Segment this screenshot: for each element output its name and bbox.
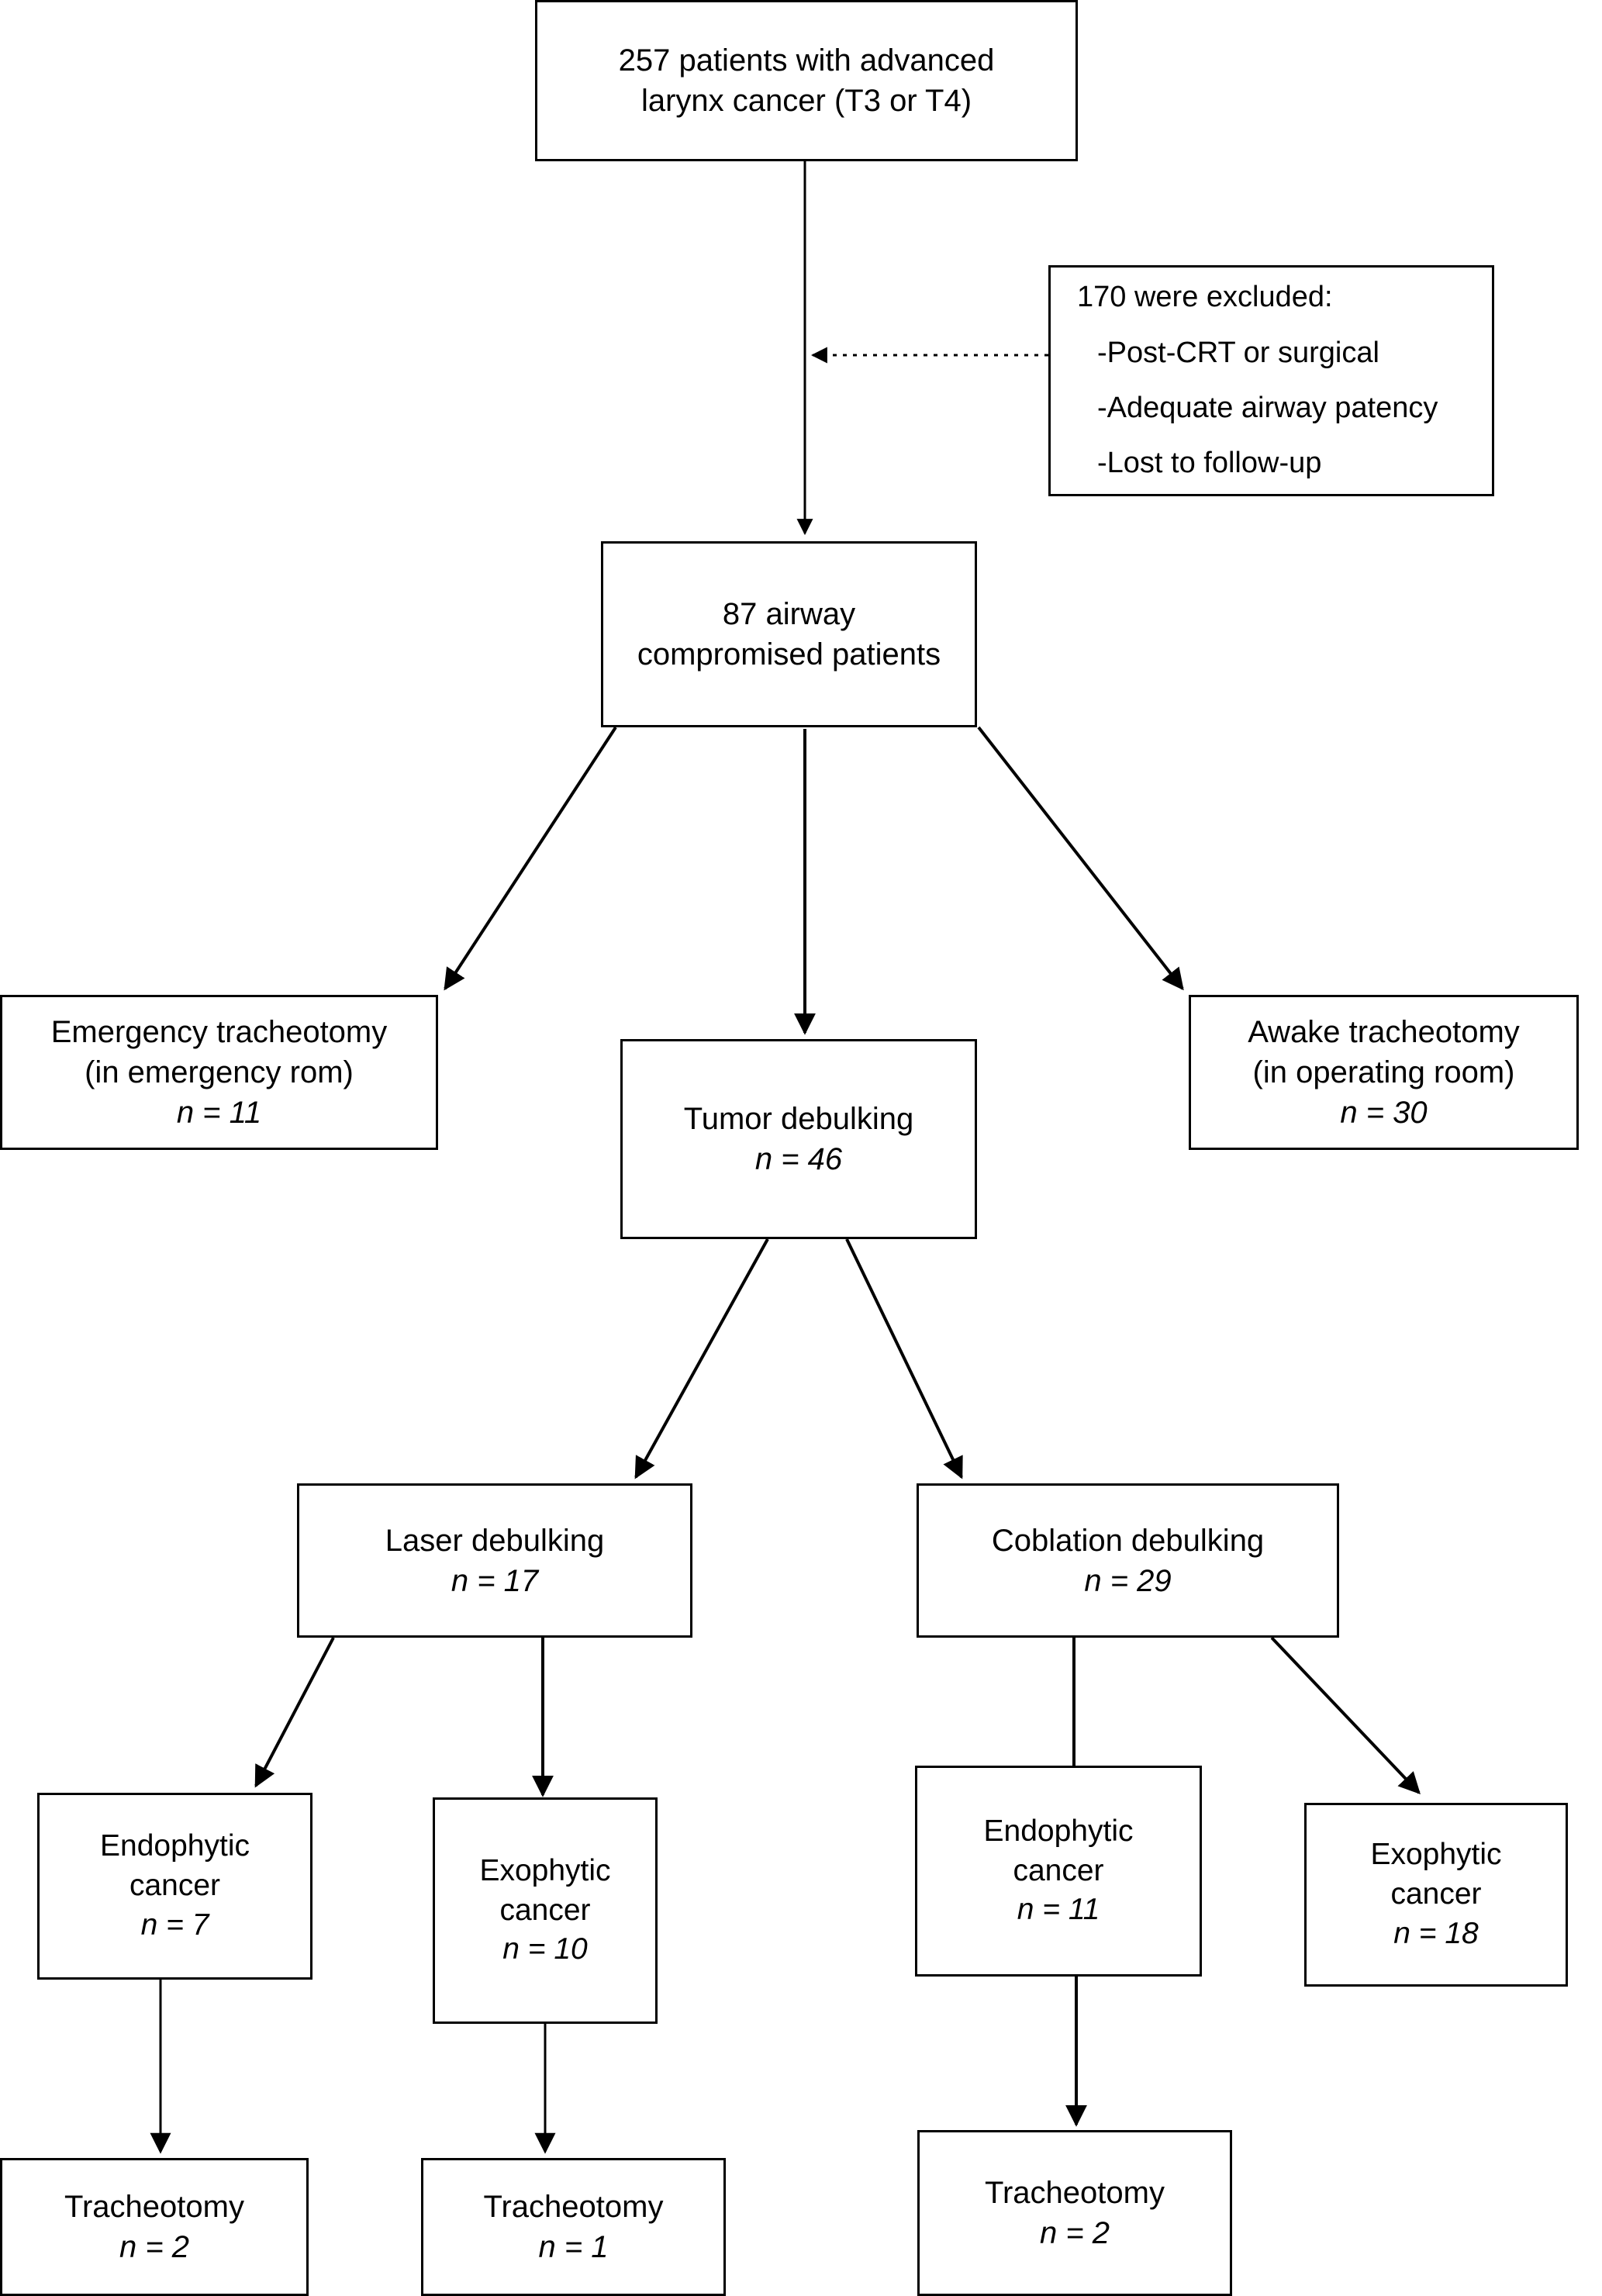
node-coblation-exophytic-n: n = 18 [1393,1916,1479,1950]
node-coblation-debulking-n: n = 29 [1084,1563,1172,1598]
node-coblation-endophytic-line1: Endophytic [983,1814,1134,1848]
node-trach-coblation-endophytic[interactable]: Tracheotomy n = 2 [917,2130,1232,2296]
node-trach-laser-exophytic-n: n = 1 [538,2230,609,2264]
node-excluded-line2: -Post-CRT or surgical [1097,336,1379,369]
node-emergency-tracheotomy-n: n = 11 [176,1096,262,1130]
node-laser-exophytic[interactable]: Exophytic cancer n = 10 [433,1797,658,2024]
node-trach-laser-endophytic-n: n = 2 [119,2230,190,2264]
node-awake-tracheotomy[interactable]: Awake tracheotomy (in operating room) n … [1189,995,1579,1150]
node-cohort-line1: 257 patients with advanced [618,43,995,78]
node-coblation-endophytic-line2: cancer [1013,1853,1104,1887]
node-coblation-debulking[interactable]: Coblation debulking n = 29 [917,1483,1339,1638]
node-tumor-debulking[interactable]: Tumor debulking n = 46 [620,1039,977,1239]
node-laser-exophytic-line1: Exophytic [479,1853,611,1887]
node-coblation-debulking-line1: Coblation debulking [991,1523,1265,1558]
node-airway-compromised[interactable]: 87 airway compromised patients [601,541,977,727]
edge-tumor-to-laser [634,1238,769,1479]
node-emergency-tracheotomy[interactable]: Emergency tracheotomy (in emergency rom)… [0,995,438,1150]
node-trach-laser-exophytic-line1: Tracheotomy [483,2190,664,2224]
edge-tumor-to-coblation [845,1238,963,1479]
node-laser-debulking-line1: Laser debulking [385,1523,605,1558]
node-emergency-tracheotomy-line1: Emergency tracheotomy [50,1015,388,1049]
node-cohort-line2: larynx cancer (T3 or T4) [640,84,972,118]
node-trach-laser-endophytic[interactable]: Tracheotomy n = 2 [0,2158,309,2296]
node-trach-laser-endophytic-line1: Tracheotomy [64,2190,244,2224]
node-emergency-tracheotomy-line2: (in emergency rom) [85,1055,354,1089]
node-excluded[interactable]: 170 were excluded: -Post-CRT or surgical… [1048,265,1494,496]
node-coblation-endophytic[interactable]: Endophytic cancer n = 11 [915,1766,1202,1977]
node-laser-endophytic-line1: Endophytic [100,1829,250,1863]
edge-airway-to-emergency [444,726,617,991]
node-tumor-debulking-n: n = 46 [754,1142,843,1176]
node-coblation-exophytic-line2: cancer [1390,1877,1482,1911]
node-excluded-line3: -Adequate airway patency [1097,392,1438,424]
node-trach-laser-exophytic[interactable]: Tracheotomy n = 1 [421,2158,726,2296]
node-cohort[interactable]: 257 patients with advanced larynx cancer… [535,0,1078,161]
node-tumor-debulking-line1: Tumor debulking [683,1102,914,1136]
edge-airway-to-awake [977,726,1184,991]
node-laser-debulking[interactable]: Laser debulking n = 17 [297,1483,692,1638]
node-airway-compromised-line1: 87 airway [722,597,856,631]
node-laser-endophytic-line2: cancer [129,1869,221,1903]
node-laser-endophytic-n: n = 7 [140,1908,209,1942]
edge-laser-to-endophytic [254,1637,335,1788]
node-laser-exophytic-n: n = 10 [502,1932,588,1966]
node-airway-compromised-line2: compromised patients [637,637,941,672]
node-awake-tracheotomy-n: n = 30 [1340,1096,1428,1130]
node-awake-tracheotomy-line2: (in operating room) [1252,1055,1515,1089]
node-excluded-line4: -Lost to follow-up [1097,447,1322,480]
node-laser-debulking-n: n = 17 [451,1563,539,1598]
node-trach-coblation-endophytic-line1: Tracheotomy [985,2176,1165,2210]
node-coblation-exophytic[interactable]: Exophytic cancer n = 18 [1304,1803,1568,1987]
node-trach-coblation-endophytic-n: n = 2 [1039,2216,1110,2250]
node-laser-exophytic-line2: cancer [499,1893,591,1927]
node-coblation-exophytic-line1: Exophytic [1370,1838,1502,1872]
node-coblation-endophytic-n: n = 11 [1017,1893,1100,1927]
node-laser-endophytic[interactable]: Endophytic cancer n = 7 [37,1793,312,1980]
node-awake-tracheotomy-line1: Awake tracheotomy [1248,1015,1520,1049]
node-excluded-line1: 170 were excluded: [1077,281,1333,314]
edge-coblation-to-exophytic [1270,1636,1421,1795]
